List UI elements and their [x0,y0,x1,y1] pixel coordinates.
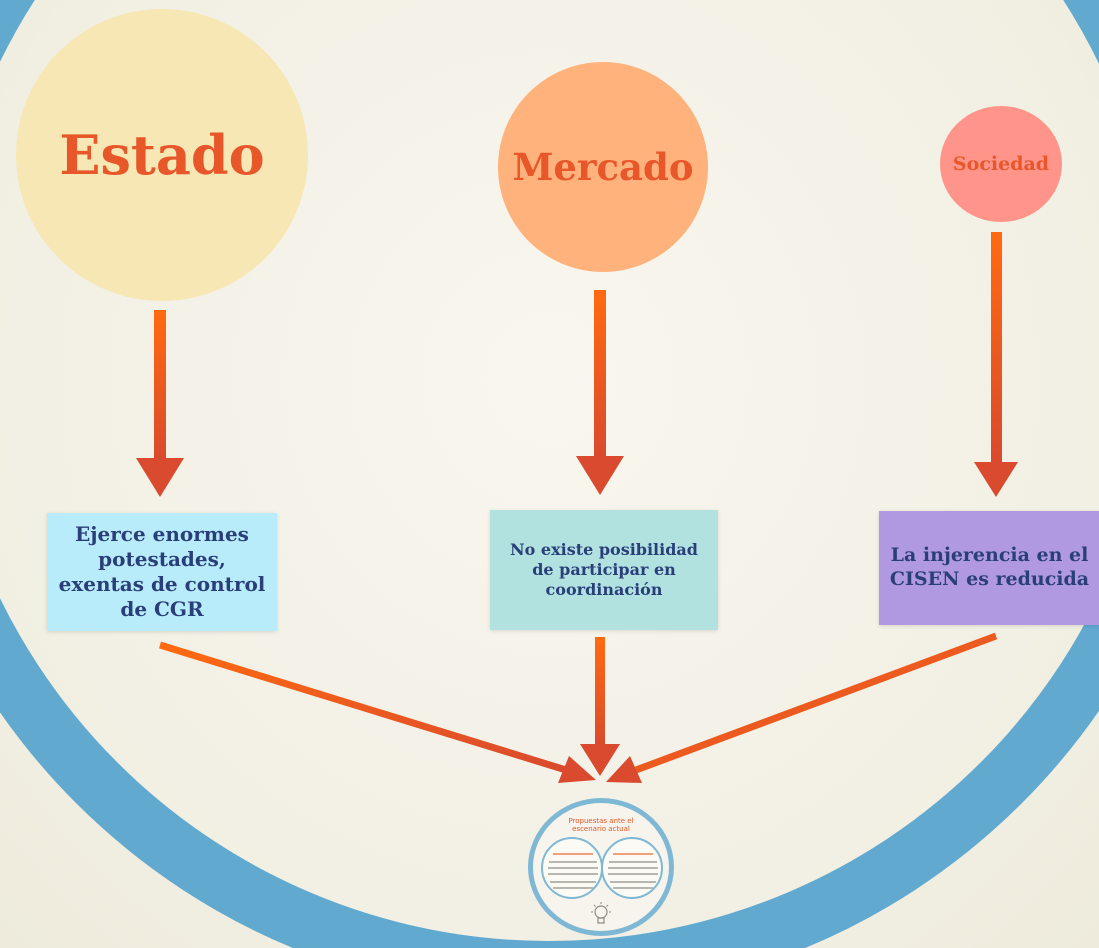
arrow-sociedad-to-box [974,232,1018,497]
node-mercado-label: Mercado [512,145,694,189]
node-estado[interactable]: Estado [16,9,308,301]
node-sociedad-label: Sociedad [952,153,1050,175]
box-mercado[interactable]: No existe posibilidad de participar en c… [490,510,718,630]
node-estado-label: Estado [59,123,265,187]
box-sociedad-text: La injerencia en el CISEN es reducida [889,544,1090,590]
node-sociedad[interactable]: Sociedad [940,106,1062,222]
arrow-box-estado-to-proposals [158,641,596,783]
arrow-mercado-to-box [576,290,624,495]
box-estado[interactable]: Ejerce enormes potestades, exentas de co… [47,513,277,631]
proposals-thumbnail-title: Propuestas ante el escenario actual [568,817,634,834]
lightbulb-icon [591,902,611,924]
node-mercado[interactable]: Mercado [498,62,708,272]
arrow-box-sociedad-to-proposals [606,632,998,783]
proposals-right-lens [601,837,663,899]
box-estado-text: Ejerce enormes potestades, exentas de co… [58,522,266,621]
box-sociedad[interactable]: La injerencia en el CISEN es reducida [879,511,1099,625]
arrow-box-mercado-to-proposals [580,637,620,776]
arrow-estado-to-box [136,310,184,497]
proposals-left-lens [541,837,603,899]
box-mercado-text: No existe posibilidad de participar en c… [510,540,698,599]
proposals-thumbnail[interactable]: Propuestas ante el escenario actual [528,798,674,936]
